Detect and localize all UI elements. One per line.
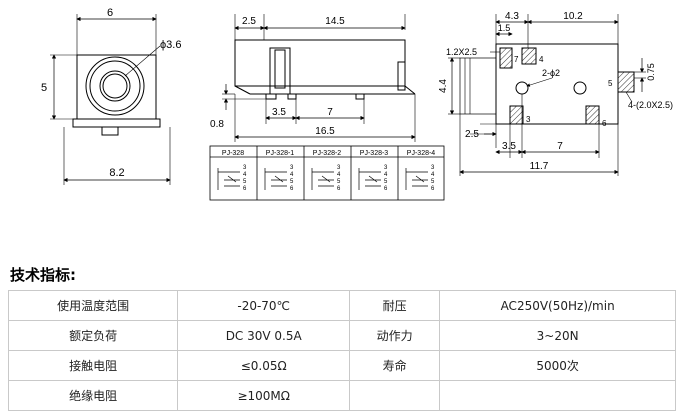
footprint-d7-label: 7 [557, 141, 563, 152]
side-total-label: 16.5 [315, 126, 335, 137]
variant-schematics [217, 168, 428, 190]
spec-value: ≥100MΩ [177, 380, 351, 411]
spec-label: 绝缘电阻 [7, 380, 179, 411]
side-offset1-label: 3.5 [272, 107, 286, 118]
footprint-d43-label: 4.3 [505, 11, 519, 22]
front-height-label: 5 [41, 82, 47, 94]
pin-number: 5 [384, 179, 388, 185]
spec-table: 使用温度范围 -20-70℃ 耐压 AC250V(50Hz)/min 额定负荷 … [7, 290, 676, 411]
table-row: 绝缘电阻 ≥100MΩ [7, 380, 676, 411]
pin-number: 4 [290, 172, 294, 178]
variant-label: PJ-328-1 [266, 150, 295, 157]
side-length-label: 14.5 [325, 16, 345, 27]
spec-value: DC 30V 0.5A [177, 320, 351, 351]
pin-number: 5 [290, 179, 294, 185]
front-base-label: 8.2 [109, 167, 124, 179]
pin-number: 6 [337, 186, 341, 192]
spec-heading: 技术指标: [10, 266, 76, 284]
pin-number: 5 [431, 179, 435, 185]
pin-number: 3 [337, 165, 341, 171]
pin-number: 3 [431, 165, 435, 171]
pin-number: 4 [431, 172, 435, 178]
pin-number: 6 [384, 186, 388, 192]
spec-label: 动作力 [349, 320, 441, 351]
pin-number: 6 [431, 186, 435, 192]
front-diameter-label: ϕ3.6 [160, 39, 181, 51]
pin-number: 3 [290, 165, 294, 171]
pin-number: 6 [243, 186, 247, 192]
pcb-footprint [448, 14, 646, 176]
variant-pin-numbers: 3 4 5 6 3 4 5 6 3 4 5 6 3 4 5 6 3 4 5 6 [243, 165, 435, 192]
pin-number: 7 [514, 55, 519, 64]
footprint-pad-label: 1.2X2.5 [446, 47, 477, 57]
pin-number: 3 [384, 165, 388, 171]
spec-value: ≤0.05Ω [177, 350, 351, 381]
technical-drawing: 6 ϕ3.6 5 8.2 2.5 14.5 3.5 7 16.5 [41, 7, 673, 201]
side-lead-label: 2.5 [242, 16, 256, 27]
front-width-label: 6 [107, 7, 113, 19]
table-row: 使用温度范围 -20-70℃ 耐压 AC250V(50Hz)/min [7, 290, 676, 321]
pin-number: 6 [602, 119, 607, 128]
spec-label: 使用温度范围 [7, 290, 179, 321]
variant-label: PJ-328 [222, 150, 244, 157]
variant-label: PJ-328-4 [407, 150, 436, 157]
spec-label [349, 380, 441, 411]
side-thickness-label: 0.8 [210, 119, 224, 130]
footprint-d25-label: 2.5 [465, 129, 479, 140]
footprint-d35-label: 3.5 [502, 141, 516, 152]
footprint-d102-label: 10.2 [563, 11, 583, 22]
pin-number: 5 [608, 79, 613, 88]
spec-label: 耐压 [349, 290, 441, 321]
spec-value: 5000次 [439, 350, 676, 381]
footprint-d117-label: 11.7 [530, 161, 549, 172]
spec-value: 3~20N [439, 320, 676, 351]
spec-label: 接触电阻 [7, 350, 179, 381]
spec-value: -20-70℃ [177, 290, 351, 321]
variant-label: PJ-328-3 [360, 150, 389, 157]
pin-number: 4 [539, 55, 544, 64]
front-view [50, 14, 171, 185]
spec-value: AC250V(50Hz)/min [439, 290, 676, 321]
table-row: 额定负荷 DC 30V 0.5A 动作力 3~20N [7, 320, 676, 351]
pin-number: 4 [243, 172, 247, 178]
table-row: 接触电阻 ≤0.05Ω 寿命 5000次 [7, 350, 676, 381]
side-view [222, 14, 416, 142]
spec-label: 寿命 [349, 350, 441, 381]
pin-number: 4 [337, 172, 341, 178]
pin-number: 5 [243, 179, 247, 185]
variant-label: PJ-328-2 [313, 150, 342, 157]
variant-labels: PJ-328 PJ-328-1 PJ-328-2 PJ-328-3 PJ-328… [222, 150, 435, 157]
footprint-d075-label: 0.75 [646, 63, 656, 81]
spec-label: 额定负荷 [7, 320, 179, 351]
pin-number: 5 [337, 179, 341, 185]
side-offset2-label: 7 [327, 107, 333, 118]
pin-number: 3 [526, 115, 531, 124]
footprint-hole-label: 2-ϕ2 [542, 68, 560, 78]
pin-number: 4 [384, 172, 388, 178]
pin-number: 6 [290, 186, 294, 192]
footprint-pin-numbers: 7 4 5 3 6 [514, 55, 613, 128]
footprint-pads4-label: 4-(2.0X2.5) [628, 100, 673, 110]
spec-value [439, 380, 676, 411]
pin-number: 3 [243, 165, 247, 171]
footprint-d15-label: 1.5 [498, 23, 511, 33]
variant-table [209, 145, 445, 201]
footprint-d44-label: 4.4 [438, 79, 449, 93]
